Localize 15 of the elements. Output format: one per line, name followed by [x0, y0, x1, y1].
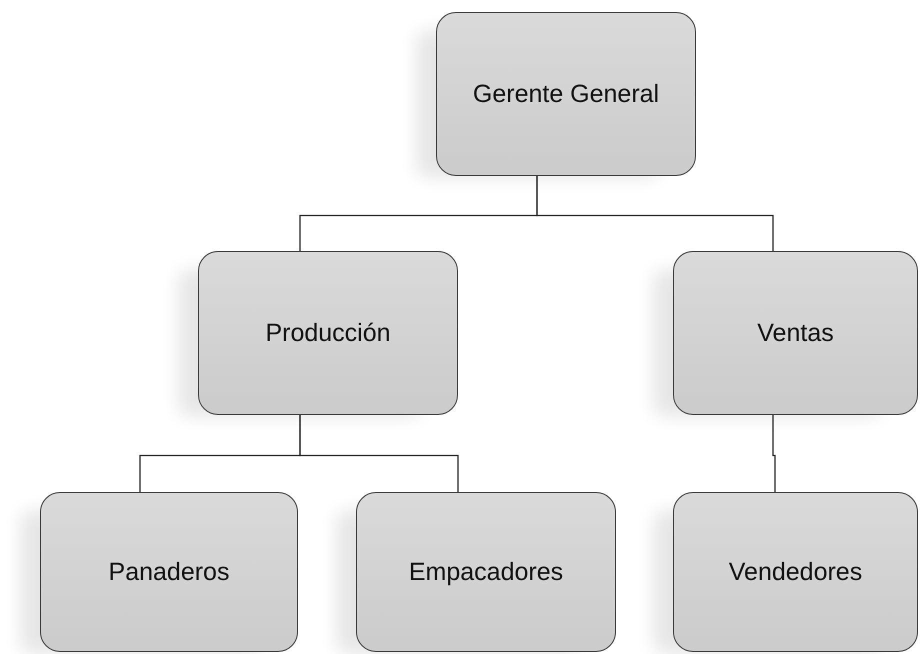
- connector-line: [536, 176, 774, 251]
- role-label: Panaderos: [108, 558, 230, 586]
- role-label: Vendedores: [728, 558, 864, 586]
- org-box: [673, 251, 918, 415]
- org-box: [40, 492, 298, 652]
- org-box: [356, 492, 616, 652]
- org-box: [673, 492, 918, 652]
- role-label: Empacadores: [408, 558, 564, 586]
- role-label: Ventas: [756, 320, 835, 346]
- org-box: [198, 251, 458, 415]
- org-box: [436, 12, 696, 176]
- role-label: Gerente General: [472, 80, 660, 108]
- connector-line: [772, 415, 776, 492]
- connector-line: [299, 415, 459, 492]
- role-label: Producción: [264, 320, 392, 346]
